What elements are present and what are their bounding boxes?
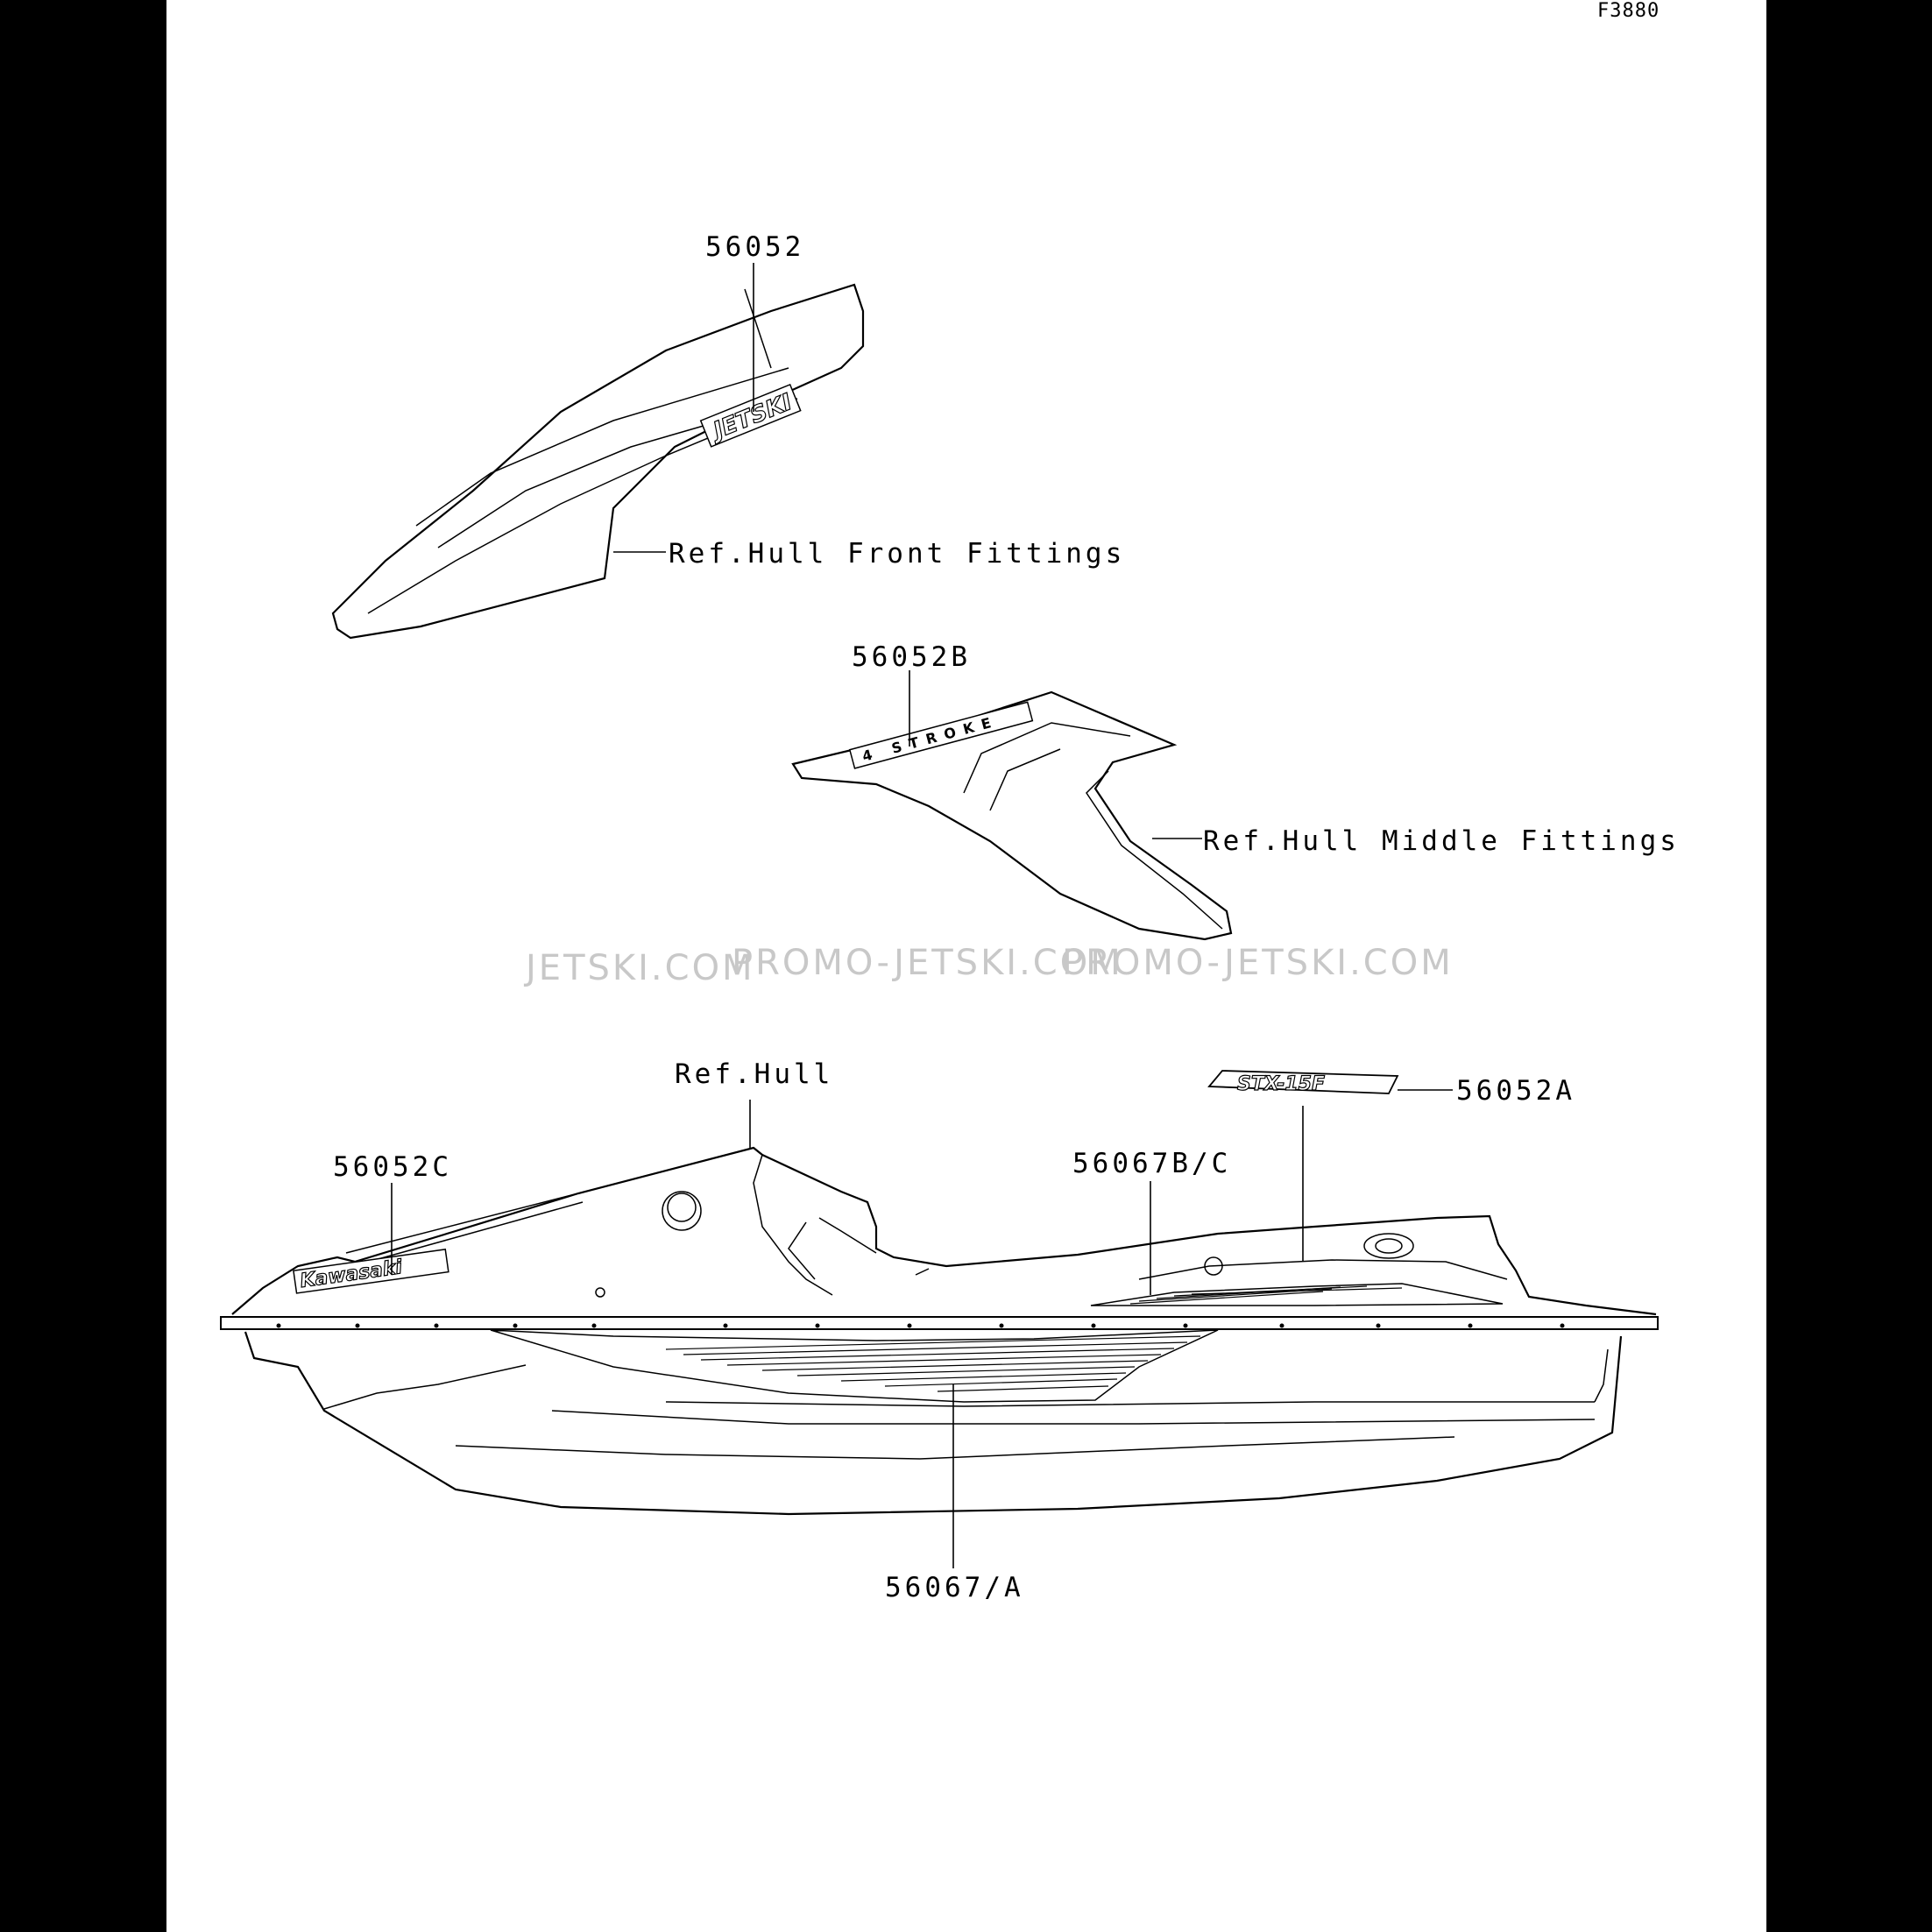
label-56067BC: 56067B/C (1072, 1148, 1231, 1179)
watermark-2: PROMO-JETSKI.COM (732, 943, 1123, 983)
jetski-decal-text: JETSKI (705, 389, 796, 446)
watermark: JETSKI.COM PROMO-JETSKI.COM PROMO-JETSKI… (523, 943, 1454, 988)
label-hull-ref: Ref.Hull (675, 1058, 833, 1090)
label-middle-ref: Ref.Hull Middle Fittings (1203, 825, 1680, 857)
diagram-sheet (166, 0, 1766, 1932)
lower-stripe-hatching (665, 1335, 1201, 1392)
four-stroke-decal: 4 STROKE (848, 701, 1034, 769)
label-56067A: 56067/A (885, 1572, 1024, 1603)
label-front-ref: Ref.Hull Front Fittings (669, 538, 1125, 570)
label-56052A: 56052A (1456, 1075, 1575, 1107)
model-decal-text: STX-15F (1237, 1073, 1325, 1095)
model-decal: STX-15F (1207, 1070, 1399, 1096)
front-fitting-drawing: JETSKI (331, 263, 865, 640)
watermark-3: PROMO-JETSKI.COM (1062, 943, 1454, 983)
label-56052C: 56052C (333, 1151, 452, 1183)
figure-code: F3880 (1592, 0, 1666, 22)
hull-drawing: Kawasaki STX-15F (220, 1070, 1659, 1568)
upper-stripe-hatching (1129, 1285, 1403, 1305)
label-56052B: 56052B (852, 641, 971, 673)
middle-fitting-drawing: 4 STROKE (791, 670, 1233, 941)
jetski-decal: JETSKI (699, 383, 802, 448)
watermark-1: JETSKI.COM (523, 948, 755, 988)
label-56052: 56052 (705, 231, 804, 263)
gunwale-rivets (276, 1323, 1565, 1328)
